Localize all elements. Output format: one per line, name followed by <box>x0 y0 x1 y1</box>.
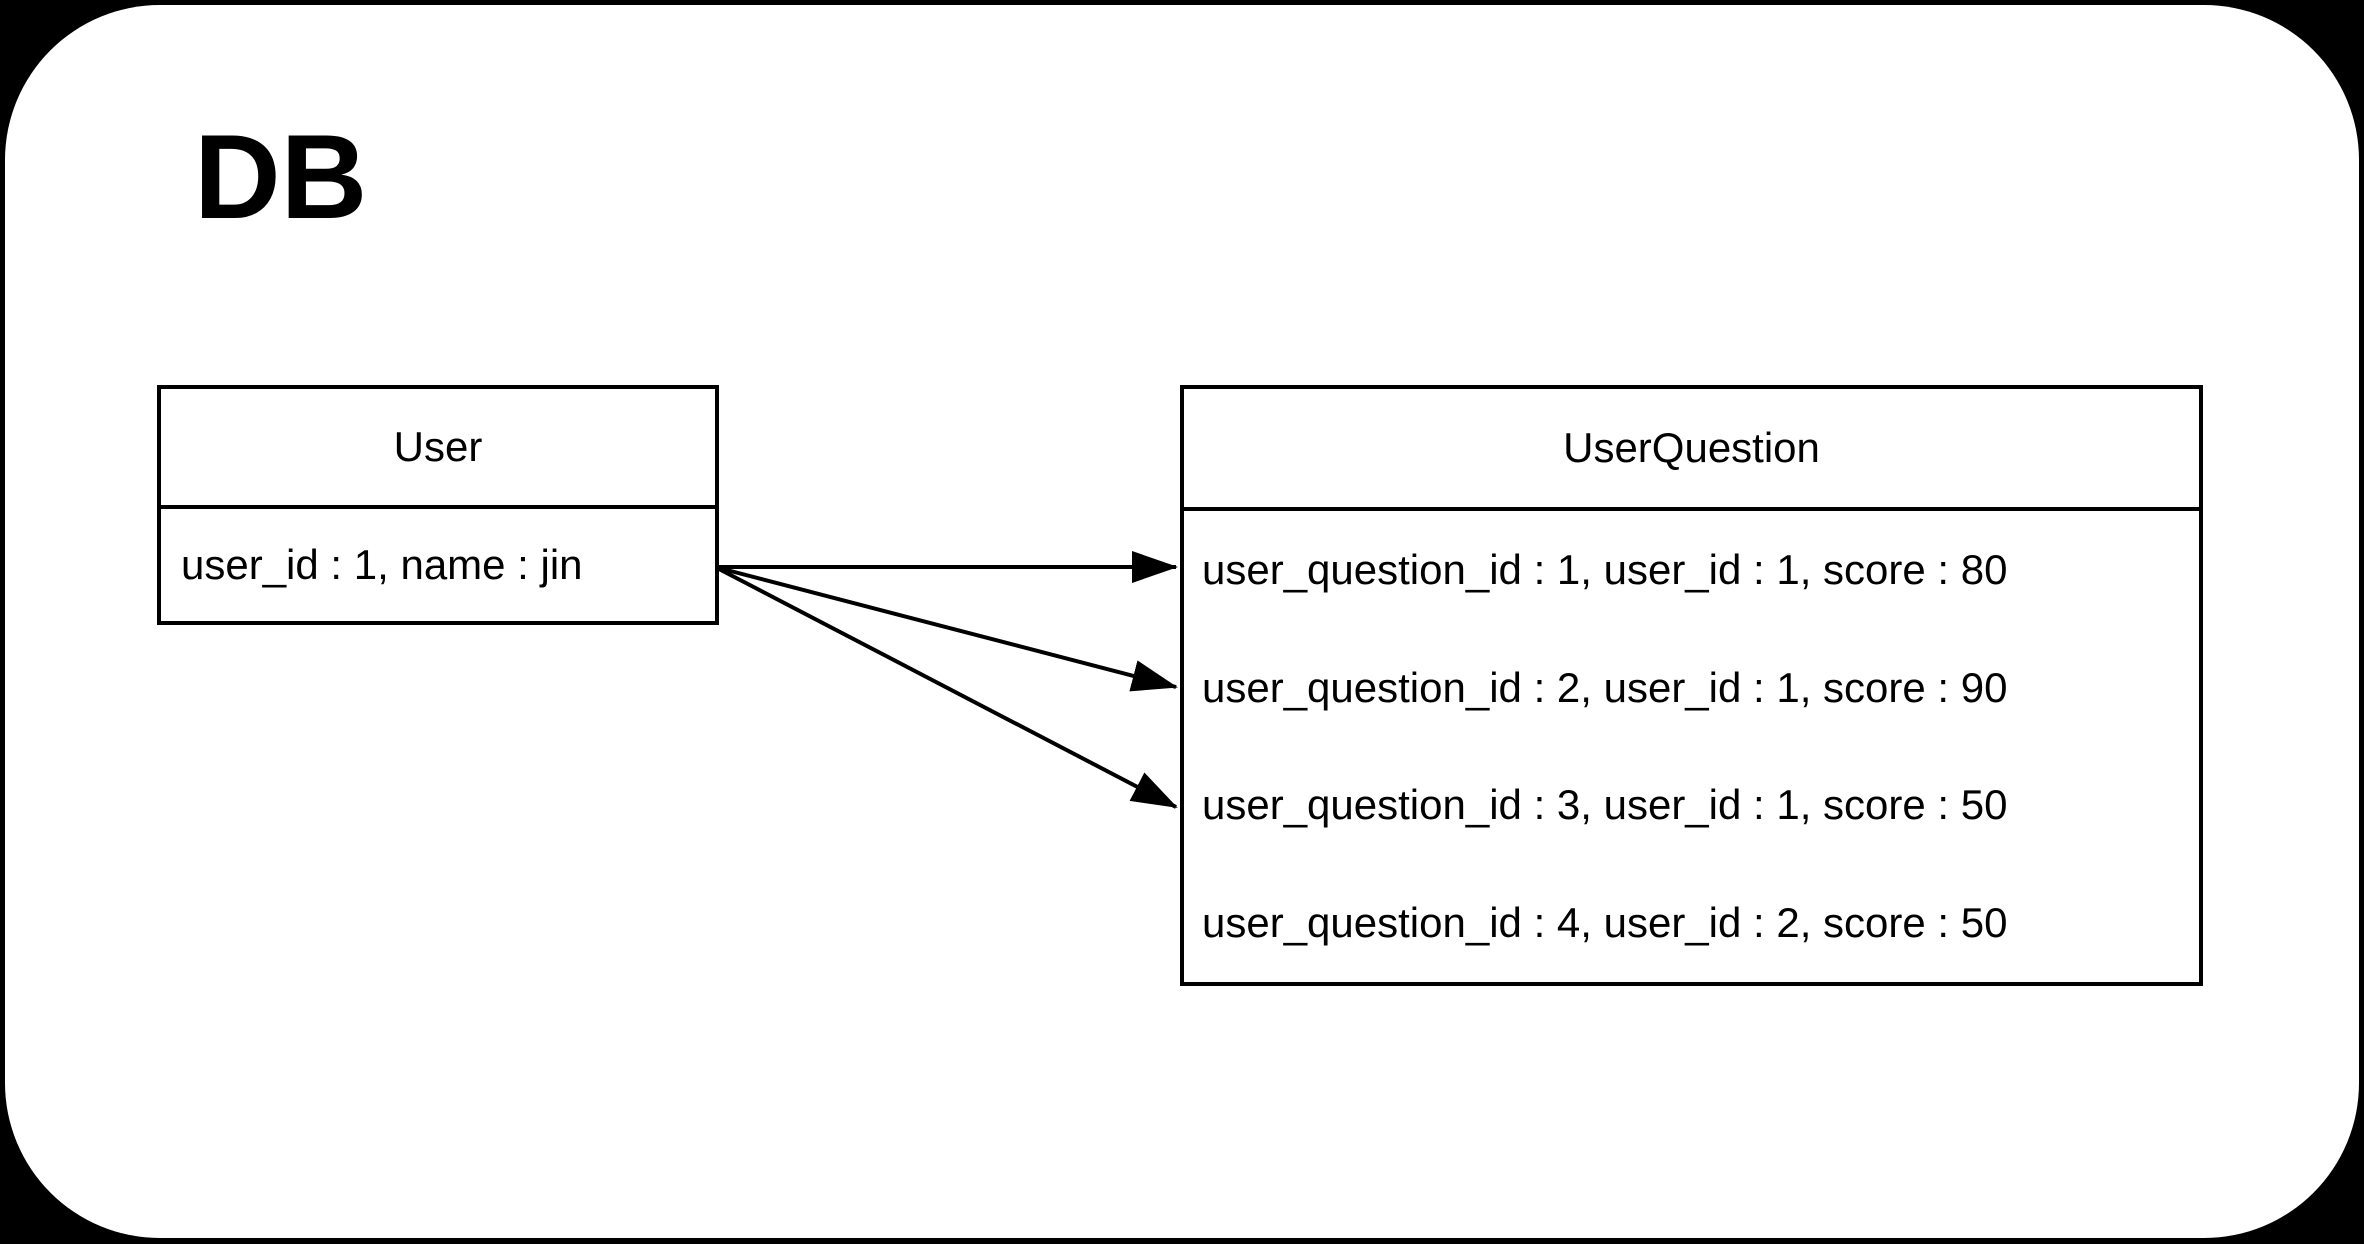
entity-userquestion-row-3: user_question_id : 3, user_id : 1, score… <box>1202 781 2008 829</box>
entity-userquestion-row-4: user_question_id : 4, user_id : 2, score… <box>1202 899 2008 947</box>
entity-userquestion-title: UserQuestion <box>1184 389 2199 511</box>
arrow-user-to-userquestion-row2 <box>718 566 1178 692</box>
entity-user-row-1: user_id : 1, name : jin <box>181 541 583 588</box>
entity-user: User user_id : 1, name : jin <box>157 385 719 625</box>
diagram-canvas: DB User user_id : 1, name : jin UserQues… <box>5 5 2359 1238</box>
entity-userquestion: UserQuestion user_question_id : 1, user_… <box>1180 385 2203 986</box>
entity-userquestion-row-2: user_question_id : 2, user_id : 1, score… <box>1202 663 2008 711</box>
arrow-user-to-userquestion-row3 <box>718 567 1178 809</box>
entity-userquestion-row-1: user_question_id : 1, user_id : 1, score… <box>1202 545 2008 593</box>
entity-userquestion-rows: user_question_id : 1, user_id : 1, score… <box>1184 511 2199 982</box>
entity-user-title: User <box>161 389 715 509</box>
entity-user-rows: user_id : 1, name : jin <box>161 509 715 621</box>
diagram-title: DB <box>194 110 368 244</box>
